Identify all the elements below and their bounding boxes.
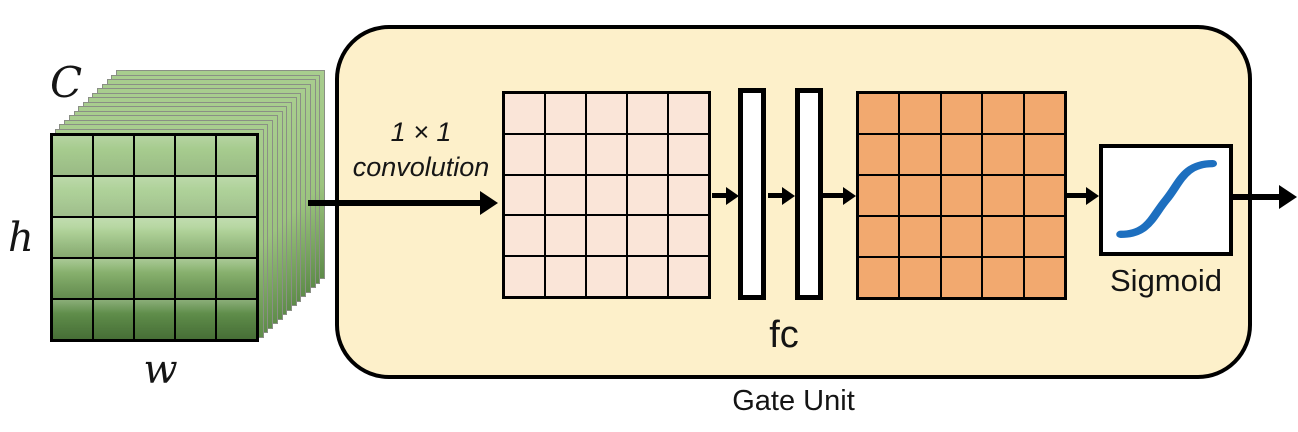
height-label: h	[8, 215, 34, 261]
grid-cell	[627, 174, 668, 216]
post-fc-feature-grid	[856, 91, 1067, 300]
grid-cell	[858, 134, 900, 175]
sigmoid-label: Sigmoid	[1110, 263, 1222, 298]
grid-cell	[545, 93, 586, 134]
grid-cell	[858, 216, 900, 257]
grid-cell	[940, 257, 983, 298]
grid-cell	[52, 176, 93, 217]
grid-cell	[216, 176, 257, 217]
convolution-label-line1: 1 × 1	[390, 117, 452, 147]
grid-cell	[545, 256, 586, 297]
grid-cell	[93, 135, 134, 176]
feature-map-stack	[50, 70, 326, 342]
fc-layer-bar-2	[795, 88, 823, 300]
grid-cell	[134, 258, 175, 299]
arrow-fc1-to-fc2	[768, 193, 782, 198]
grid-cell	[940, 134, 983, 175]
grid-cell	[627, 93, 668, 134]
grid-cell	[858, 257, 900, 298]
grid-cell	[1023, 257, 1065, 298]
grid-cell	[858, 175, 900, 216]
grid-cell	[586, 133, 627, 175]
grid-cell	[982, 216, 1024, 257]
grid-cell	[134, 135, 175, 176]
grid-cell	[175, 299, 216, 340]
grid-cell	[52, 258, 93, 299]
grid-cell	[668, 93, 709, 134]
grid-cell	[216, 135, 257, 176]
convolution-label-line2: convolution	[352, 152, 490, 182]
grid-cell	[586, 256, 627, 297]
grid-cell	[175, 217, 216, 258]
grid-cell	[982, 257, 1024, 298]
arrow-fc2-to-grid	[823, 193, 843, 198]
grid-cell	[858, 93, 900, 134]
grid-cell	[627, 256, 668, 297]
grid-cell	[668, 133, 709, 175]
grid-cell	[175, 258, 216, 299]
grid-cell	[504, 215, 545, 257]
grid-cell	[940, 175, 983, 216]
grid-cell	[175, 135, 216, 176]
grid-cell	[1023, 134, 1065, 175]
grid-cell	[668, 256, 709, 297]
grid-cell	[134, 299, 175, 340]
grid-cell	[545, 174, 586, 216]
grid-cell	[52, 135, 93, 176]
grid-cell	[899, 175, 941, 216]
grid-cell	[175, 176, 216, 217]
grid-cell	[134, 217, 175, 258]
grid-cell	[982, 175, 1024, 216]
grid-cell	[899, 216, 941, 257]
grid-cell	[504, 133, 545, 175]
grid-cell	[93, 217, 134, 258]
fc-layer-bar-1	[738, 88, 766, 300]
grid-cell	[52, 299, 93, 340]
grid-cell	[899, 134, 941, 175]
arrow-grid-to-sigmoid	[1067, 193, 1086, 198]
convolution-label: 1 × 1 convolution	[339, 115, 503, 185]
grid-cell	[93, 299, 134, 340]
grid-cell	[134, 176, 175, 217]
grid-cell	[982, 134, 1024, 175]
grid-cell	[52, 217, 93, 258]
grid-cell	[93, 176, 134, 217]
arrow-grid-to-fc1	[712, 193, 726, 198]
sigmoid-activation-box	[1099, 144, 1233, 256]
grid-cell	[940, 93, 983, 134]
grid-cell	[940, 216, 983, 257]
grid-cell	[586, 93, 627, 134]
grid-cell	[93, 258, 134, 299]
grid-cell	[668, 174, 709, 216]
grid-cell	[216, 299, 257, 340]
grid-cell	[627, 215, 668, 257]
width-label: w	[143, 347, 178, 393]
grid-cell	[504, 256, 545, 297]
grid-cell	[1023, 216, 1065, 257]
fc-label: fc	[769, 314, 799, 356]
grid-cell	[216, 258, 257, 299]
arrow-gate-output	[1232, 194, 1279, 200]
grid-cell	[668, 215, 709, 257]
input-feature-grid	[50, 133, 259, 342]
grid-cell	[586, 174, 627, 216]
grid-cell	[216, 217, 257, 258]
grid-cell	[504, 174, 545, 216]
grid-cell	[899, 257, 941, 298]
grid-cell	[1023, 93, 1065, 134]
grid-cell	[899, 93, 941, 134]
grid-cell	[586, 215, 627, 257]
grid-cell	[545, 133, 586, 175]
sigmoid-s-curve-icon	[1116, 159, 1218, 238]
grid-cell	[627, 133, 668, 175]
pre-fc-feature-grid	[502, 91, 711, 299]
arrow-convolution-input	[308, 200, 480, 206]
grid-cell	[504, 93, 545, 134]
channels-label: C	[50, 58, 83, 107]
grid-cell	[545, 215, 586, 257]
gate-unit-title: Gate Unit	[732, 385, 855, 417]
grid-cell	[1023, 175, 1065, 216]
grid-cell	[982, 93, 1024, 134]
